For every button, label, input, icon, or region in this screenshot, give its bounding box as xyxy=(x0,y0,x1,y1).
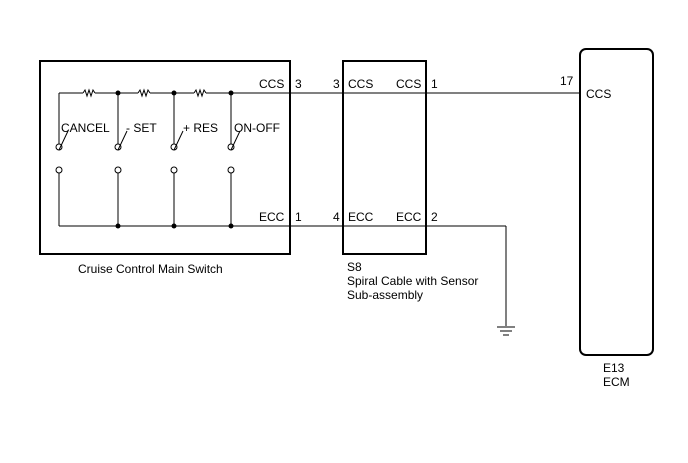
ground-symbol-icon xyxy=(497,326,515,336)
spiral-cable-name-line2: Sub-assembly xyxy=(347,288,423,302)
switch-set: - SET xyxy=(114,90,157,229)
junction-dot-icon xyxy=(228,223,234,229)
switch-label-on-off: ON-OFF xyxy=(234,121,280,135)
bottom-rail xyxy=(58,170,260,227)
spiral-ccs-out-name: CCS xyxy=(396,77,421,91)
ecm-box xyxy=(579,48,654,356)
switch-label-set: - SET xyxy=(126,121,157,135)
switch-ccs-terminal-pin: 3 xyxy=(295,77,302,91)
resistor-symbol-icon xyxy=(137,88,151,98)
junction-dot-icon xyxy=(171,223,177,229)
spiral-ccs-out-pin: 1 xyxy=(431,77,438,91)
spiral-cable-code: S8 xyxy=(347,260,362,274)
junction-dot-icon xyxy=(171,90,177,96)
junction-dot-icon xyxy=(228,90,234,96)
switch-label-cancel: CANCEL xyxy=(61,121,110,135)
switch-ecc-terminal-pin: 1 xyxy=(295,210,302,224)
spiral-ccs-in-pin: 3 xyxy=(333,77,340,91)
switch-cancel: CANCEL xyxy=(55,121,110,174)
ecm-pin-number: 17 xyxy=(560,74,574,88)
switch-res: + RES xyxy=(170,90,218,229)
junction-dot-icon xyxy=(115,223,121,229)
spiral-ecc-out-name: ECC xyxy=(396,210,422,224)
switch-symbol-icon xyxy=(114,130,128,174)
switch-symbol-icon xyxy=(55,130,69,174)
spiral-ecc-out-pin: 2 xyxy=(431,210,438,224)
resistor-symbol-icon xyxy=(82,88,96,98)
spiral-ecc-in-pin: 4 xyxy=(333,210,340,224)
switch-on-off: ON-OFF xyxy=(227,90,280,229)
spiral-cable-name-line1: Spiral Cable with Sensor xyxy=(347,274,478,288)
ecm-code: E13 xyxy=(603,361,625,375)
switch-ccs-terminal-name: CCS xyxy=(259,77,284,91)
resistor-symbol-icon xyxy=(193,88,207,98)
spiral-ccs-in-name: CCS xyxy=(348,77,373,91)
switch-label-res: + RES xyxy=(183,121,218,135)
switch-symbol-icon xyxy=(227,130,241,174)
switch-symbol-icon xyxy=(170,130,184,174)
ecm-pin-name: CCS xyxy=(586,87,611,101)
top-rail xyxy=(58,92,260,147)
main-switch-caption: Cruise Control Main Switch xyxy=(78,262,223,276)
switch-ecc-terminal-name: ECC xyxy=(259,210,285,224)
junction-dot-icon xyxy=(115,90,121,96)
main-switch-box xyxy=(39,60,291,255)
ecm-name: ECM xyxy=(603,375,630,389)
spiral-ecc-in-name: ECC xyxy=(348,210,374,224)
spiral-cable-box xyxy=(342,60,427,255)
